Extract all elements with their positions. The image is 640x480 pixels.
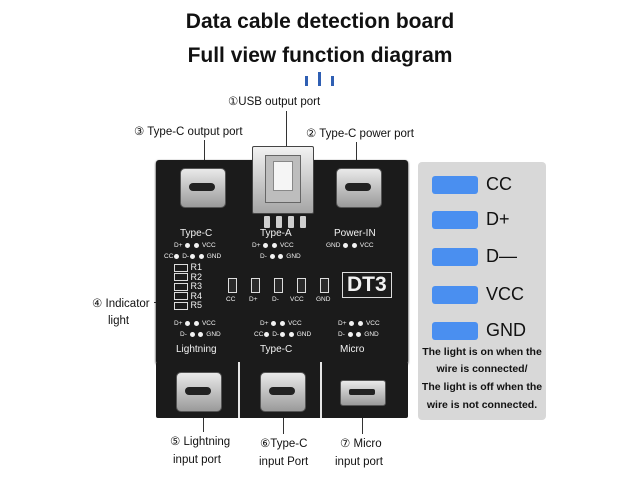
pin-label: VCC [279, 242, 294, 249]
pin-label: D- [180, 331, 187, 338]
callout-indicator-2: light [108, 315, 130, 327]
legend-label-cc: CC [486, 174, 512, 194]
led-cc [228, 278, 237, 293]
led-d-plus [251, 278, 260, 293]
legend-swatch [432, 286, 478, 304]
legend-note-line: The light is off when the [421, 381, 543, 393]
typec-input-port [260, 372, 306, 412]
legend-swatch [432, 248, 478, 266]
label-micro: Micro [340, 344, 365, 355]
title-line-1: Data cable detection board [185, 10, 455, 33]
pin-label: GND [286, 253, 301, 260]
pin-label: D- [272, 331, 280, 338]
pin-label: GND [206, 331, 221, 338]
pin-label: CC [164, 253, 174, 260]
pin-label: D- [338, 331, 345, 338]
label-typec-bottom: Type-C [260, 344, 293, 355]
pin-label: GND [206, 253, 222, 260]
legend-swatch [432, 211, 478, 229]
pin-label: D+ [252, 242, 261, 249]
pin-label: GND [364, 331, 379, 338]
resistor-label: R4 [190, 290, 203, 301]
legend-swatch [432, 322, 478, 340]
label-typea: Type-A [260, 228, 292, 239]
callout-micro: ⑦ Micro [340, 438, 382, 450]
resistor-label: R1 [190, 262, 203, 272]
label-power-in: Power-IN [334, 228, 376, 239]
typec-output-port [180, 168, 226, 208]
pin-label: VCC [365, 320, 380, 327]
accent-bars-icon [301, 70, 341, 86]
pin-label: GND [296, 331, 312, 338]
callout-typec-input: ⑥Type-C [260, 438, 308, 450]
leader-line [203, 418, 204, 432]
typec-power-port [336, 168, 382, 208]
leader-line [356, 142, 357, 164]
detection-board: Type-C Type-A Power-IN D+ VCC CC D- GND … [156, 146, 408, 364]
leader-line [362, 418, 363, 434]
resistor-label: R2 [190, 271, 203, 282]
leader-line [204, 140, 205, 164]
callout-usb-output: ①USB output port [228, 96, 321, 108]
callout-indicator: ④ Indicator [92, 298, 150, 310]
label-lightning: Lightning [176, 344, 217, 355]
legend-label-d-minus: D— [486, 246, 517, 266]
pin-label: D+ [338, 320, 347, 327]
pin-label: GND [326, 242, 341, 249]
callout-typec-input-2: input Port [259, 456, 309, 468]
callout-micro-2: input port [335, 456, 383, 468]
input-port-board [156, 362, 408, 418]
legend-label-d-plus: D+ [486, 209, 510, 229]
pin-label: VCC [359, 242, 374, 249]
callout-typec-power: ② Type-C power port [306, 128, 414, 140]
led-label: D+ [249, 296, 258, 303]
legend-note-line: wire is connected/ [436, 363, 528, 375]
resistor-label: R3 [190, 281, 203, 291]
label-typec: Type-C [180, 228, 213, 239]
usb-a-output-port [252, 146, 314, 214]
led-label: D- [272, 296, 279, 303]
board-model: DT3 [342, 272, 392, 298]
pin-label: CC [254, 331, 264, 338]
lightning-input-port [176, 372, 222, 412]
led-vcc [297, 278, 306, 293]
callout-typec-output: ③ Type-C output port [134, 126, 243, 138]
legend-label-gnd: GND [486, 320, 526, 340]
pin-label: D- [182, 253, 190, 260]
legend-label-vcc: VCC [486, 284, 525, 304]
pin-label: D+ [174, 320, 183, 327]
led-d-minus [274, 278, 283, 293]
pin-label: D- [260, 253, 267, 260]
legend-panel: CC D+ D— VCC GND The light is on when th… [418, 162, 546, 420]
title-line-2: Full view function diagram [187, 44, 453, 67]
pin-label: VCC [201, 320, 216, 327]
legend-swatch [432, 176, 478, 194]
callout-lightning-2: input port [173, 454, 221, 466]
leader-line [283, 418, 284, 434]
pin-label: VCC [201, 242, 216, 249]
micro-input-port [340, 380, 386, 406]
legend-note-line: wire is not connected. [426, 399, 538, 411]
legend-note-line: The light is on when the [422, 346, 542, 358]
resistor-label: R5 [190, 300, 203, 310]
led-label: GND [316, 296, 331, 303]
pin-label: VCC [287, 320, 302, 327]
led-label: VCC [290, 296, 304, 303]
leader-line [286, 111, 287, 147]
pin-label: D+ [260, 320, 269, 327]
callout-lightning: ⑤ Lightning [170, 436, 231, 448]
led-gnd [320, 278, 329, 293]
pin-label: D+ [174, 242, 183, 249]
led-label: CC [226, 296, 236, 303]
